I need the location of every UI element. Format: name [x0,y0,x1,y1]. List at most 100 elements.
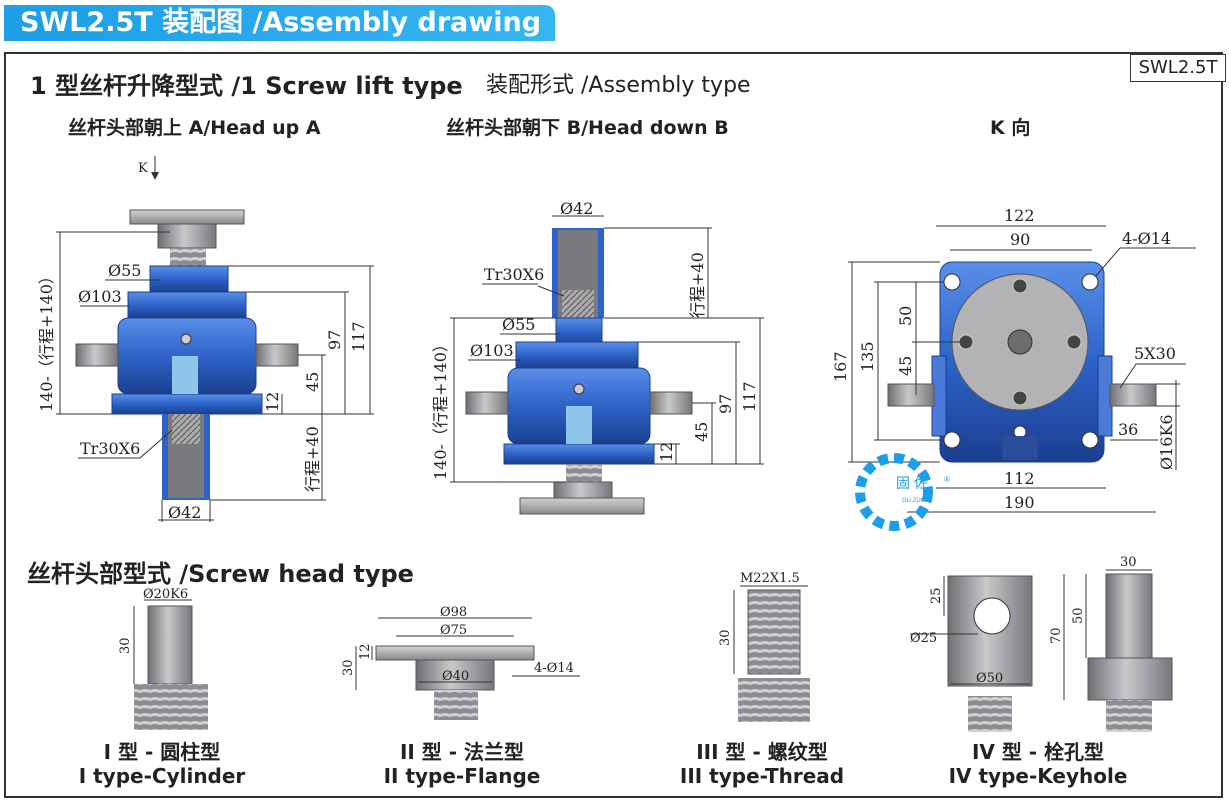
dim-h140: 140-（行程+140） [37,268,56,412]
flange-neck [157,223,217,249]
grease-nipple [573,383,585,395]
dim-h140: 140-（行程+140） [431,336,450,480]
base-plate [111,393,263,415]
drawing-frame [4,52,1223,798]
section2-title: 丝杆头部型式 /Screw head type [27,560,414,588]
keyhole-thread [968,696,1012,732]
keyhole-side-base [1087,657,1173,701]
right-shaft [255,343,299,367]
k-bolt [1012,390,1028,406]
dim-h50: 50 [896,306,915,326]
k-mount-hole [943,431,961,449]
k-bolt [1066,334,1082,350]
window [566,406,592,444]
view-k-title: K 向 [990,117,1031,139]
model-box: SWL2.5T [1130,54,1226,82]
dim-w36: 36 [1118,420,1138,439]
view-head-down-title: 丝杆头部朝下 B/Head down B [446,117,729,139]
view-head-up-title: 丝杆头部朝上 A/Head up A [68,117,321,139]
logo-sub: GU ZUO [902,498,926,504]
k-shaft-right [1109,383,1157,407]
k-key-block [1002,436,1038,460]
right-shaft [649,391,693,415]
dim-h12: 12 [358,643,373,660]
section1-title: 1 型丝杆升降型式 /1 Screw lift type [30,72,463,100]
dim-w30: 30 [1120,555,1137,570]
head-type-2: Ø98 Ø75 Ø40 30 12 4-Ø14 [341,605,580,720]
left-shaft [465,391,509,415]
left-shaft [75,343,119,367]
dim-thread: M22X1.5 [740,571,800,586]
dim-h12: 12 [657,442,676,462]
dim-h117: 117 [740,381,759,412]
dim-h117: 117 [349,321,368,352]
head-type-3: M22X1.5 30 [718,571,810,722]
dim-h: 30 [118,637,133,654]
grease-nipple [180,333,192,345]
dim-h50: 50 [1071,607,1086,624]
dim-h25: 25 [929,587,944,604]
dim-d75: Ø75 [440,623,467,638]
upper-housing [127,291,247,319]
dim-stroke: 行程+40 [688,252,707,318]
dim-h30: 30 [341,659,356,676]
dim-d103: Ø103 [78,287,122,306]
dim-d98: Ø98 [440,605,467,620]
dim-w90: 90 [1010,230,1030,249]
upper-housing [515,341,639,369]
k-mount-hole [1081,431,1099,449]
head-type-4: 25 Ø25 Ø50 30 50 70 [910,555,1173,732]
dim-h135: 135 [858,341,877,372]
flange-plate [375,645,535,661]
dim-d: Ø20K6 [143,587,188,602]
dim-shaft: Ø16K6 [1157,414,1176,470]
dim-holes: 4-Ø14 [1122,229,1171,248]
dim-w190: 190 [1004,493,1035,512]
dim-h12: 12 [263,392,282,412]
dim-d42: Ø42 [168,503,201,522]
dim-stroke: 行程+40 [303,426,322,492]
bottom-flange [519,497,645,515]
window [172,356,198,394]
view-head-down: Ø42 Tr30X6 行程+40 Ø55 Ø103 140-（行程+140） 1… [431,199,764,515]
header-title-bar: SWL2.5T 装配图 /Assembly drawing [4,5,556,41]
keyhole-side-thread [1106,700,1152,732]
dim-h70: 70 [1049,627,1064,644]
dim-d55: Ø55 [108,261,141,280]
dim-h45: 45 [303,372,322,392]
dim-w112: 112 [1004,469,1035,488]
header-title: SWL2.5T 装配图 /Assembly drawing [20,7,542,38]
thread-section [172,414,200,444]
k-mount-hole [1081,273,1099,291]
head-type-1: Ø20K6 30 [118,587,208,730]
screw-thread [566,464,602,482]
brand-logo: 固 佐 GU ZUO ® [855,453,950,531]
dim-d103: Ø103 [470,341,514,360]
logo-reg: ® [944,475,950,484]
nut-cap [149,265,229,293]
flange-neck [553,481,613,499]
k-bolt [958,334,974,350]
section1-subtitle: 装配形式 /Assembly type [486,73,751,98]
k-shaft-left [887,383,935,407]
k-label: K [138,161,148,176]
dim-holes: 4-Ø14 [534,661,574,676]
dim-w122: 122 [1004,206,1035,225]
keyhole-side [1105,573,1153,659]
dim-h167: 167 [831,351,850,382]
view-k: 122 90 4-Ø14 167 135 50 45 5X30 36 Ø16K6… [831,206,1196,513]
top-flange [129,209,245,225]
cylinder-head [147,605,193,685]
dim-d50: Ø50 [976,671,1003,686]
dim-d40: Ø40 [442,669,469,684]
dim-h97: 97 [325,330,344,350]
dim-thread: Tr30X6 [484,265,544,284]
dim-thread: Tr30X6 [80,439,140,458]
dim-key: 5X30 [1134,344,1176,363]
thread-section [562,290,594,318]
